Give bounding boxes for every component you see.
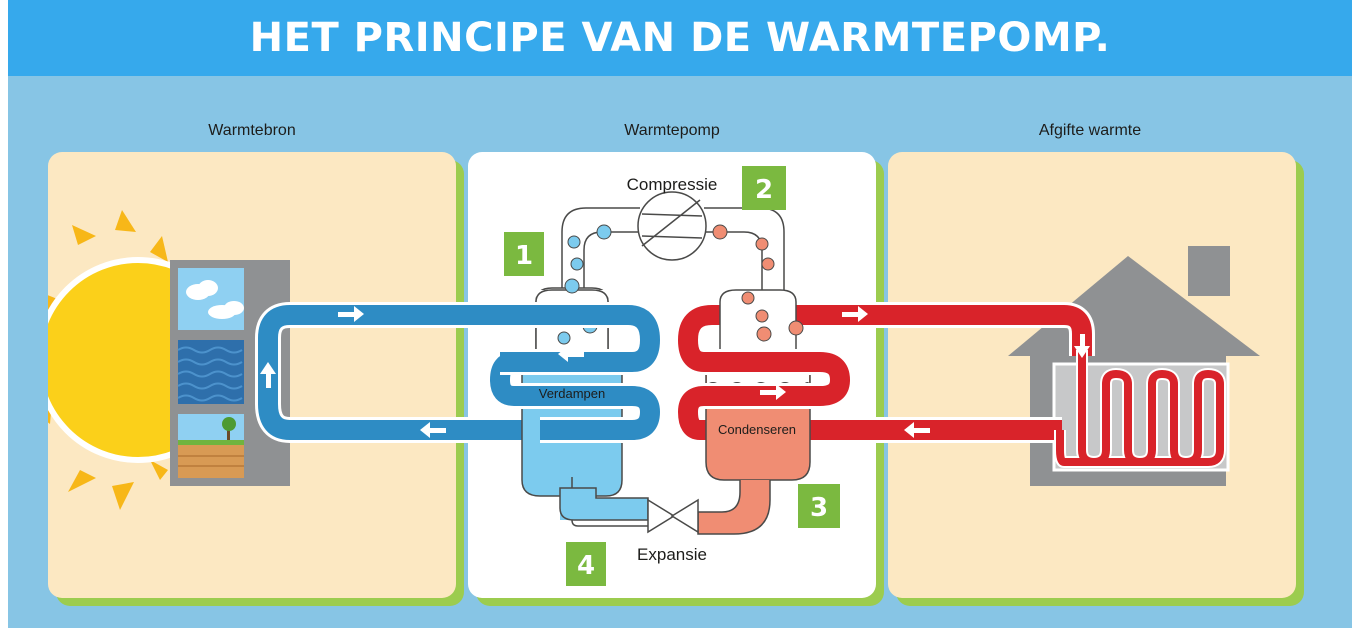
step-badge-3: 3	[798, 484, 840, 528]
arrow-down-icon	[1074, 334, 1090, 358]
title-bar: HET PRINCIPE VAN DE WARMTEPOMP.	[8, 0, 1352, 76]
evaporator-coil-bottom	[514, 386, 661, 440]
pump-heading: Warmtepomp	[624, 122, 720, 139]
step-badge-2: 2	[742, 166, 786, 210]
svg-text:3: 3	[810, 493, 828, 523]
compression-label: Compressie	[627, 175, 718, 194]
sun-icon	[48, 210, 178, 510]
page-title: HET PRINCIPE VAN DE WARMTEPOMP.	[249, 15, 1111, 61]
step-badge-1: 1	[504, 232, 544, 276]
arrow-left-icon	[904, 422, 930, 438]
condense-label: Condenseren	[718, 422, 796, 437]
arrow-left-icon	[420, 422, 446, 438]
arrow-right-icon	[338, 306, 364, 322]
flow-arrows	[260, 306, 1090, 438]
compressor-icon	[637, 191, 707, 261]
expansion-label: Expansie	[637, 545, 707, 564]
arrow-left-icon	[558, 346, 584, 362]
arrow-right-icon	[760, 384, 786, 400]
air-source-window	[178, 268, 244, 330]
svg-text:2: 2	[755, 175, 773, 205]
arrow-right-icon	[842, 306, 868, 322]
svg-text:1: 1	[515, 241, 533, 271]
output-heading: Afgifte warmte	[1039, 122, 1141, 139]
evaporator-coil-top	[500, 305, 661, 372]
svg-text:4: 4	[577, 551, 595, 581]
ground-source-window	[178, 414, 244, 478]
source-heading: Warmtebron	[208, 122, 295, 139]
arrow-up-icon	[260, 362, 276, 388]
expansion-valve-icon	[647, 498, 699, 534]
condenser-coil	[704, 352, 851, 406]
water-source-window	[177, 340, 244, 404]
radiator-coil	[1056, 350, 1224, 467]
hot-refrigerant-bubbles	[712, 224, 804, 363]
step-badge-4: 4	[566, 542, 606, 586]
evaporate-label: Verdampen	[539, 386, 606, 401]
